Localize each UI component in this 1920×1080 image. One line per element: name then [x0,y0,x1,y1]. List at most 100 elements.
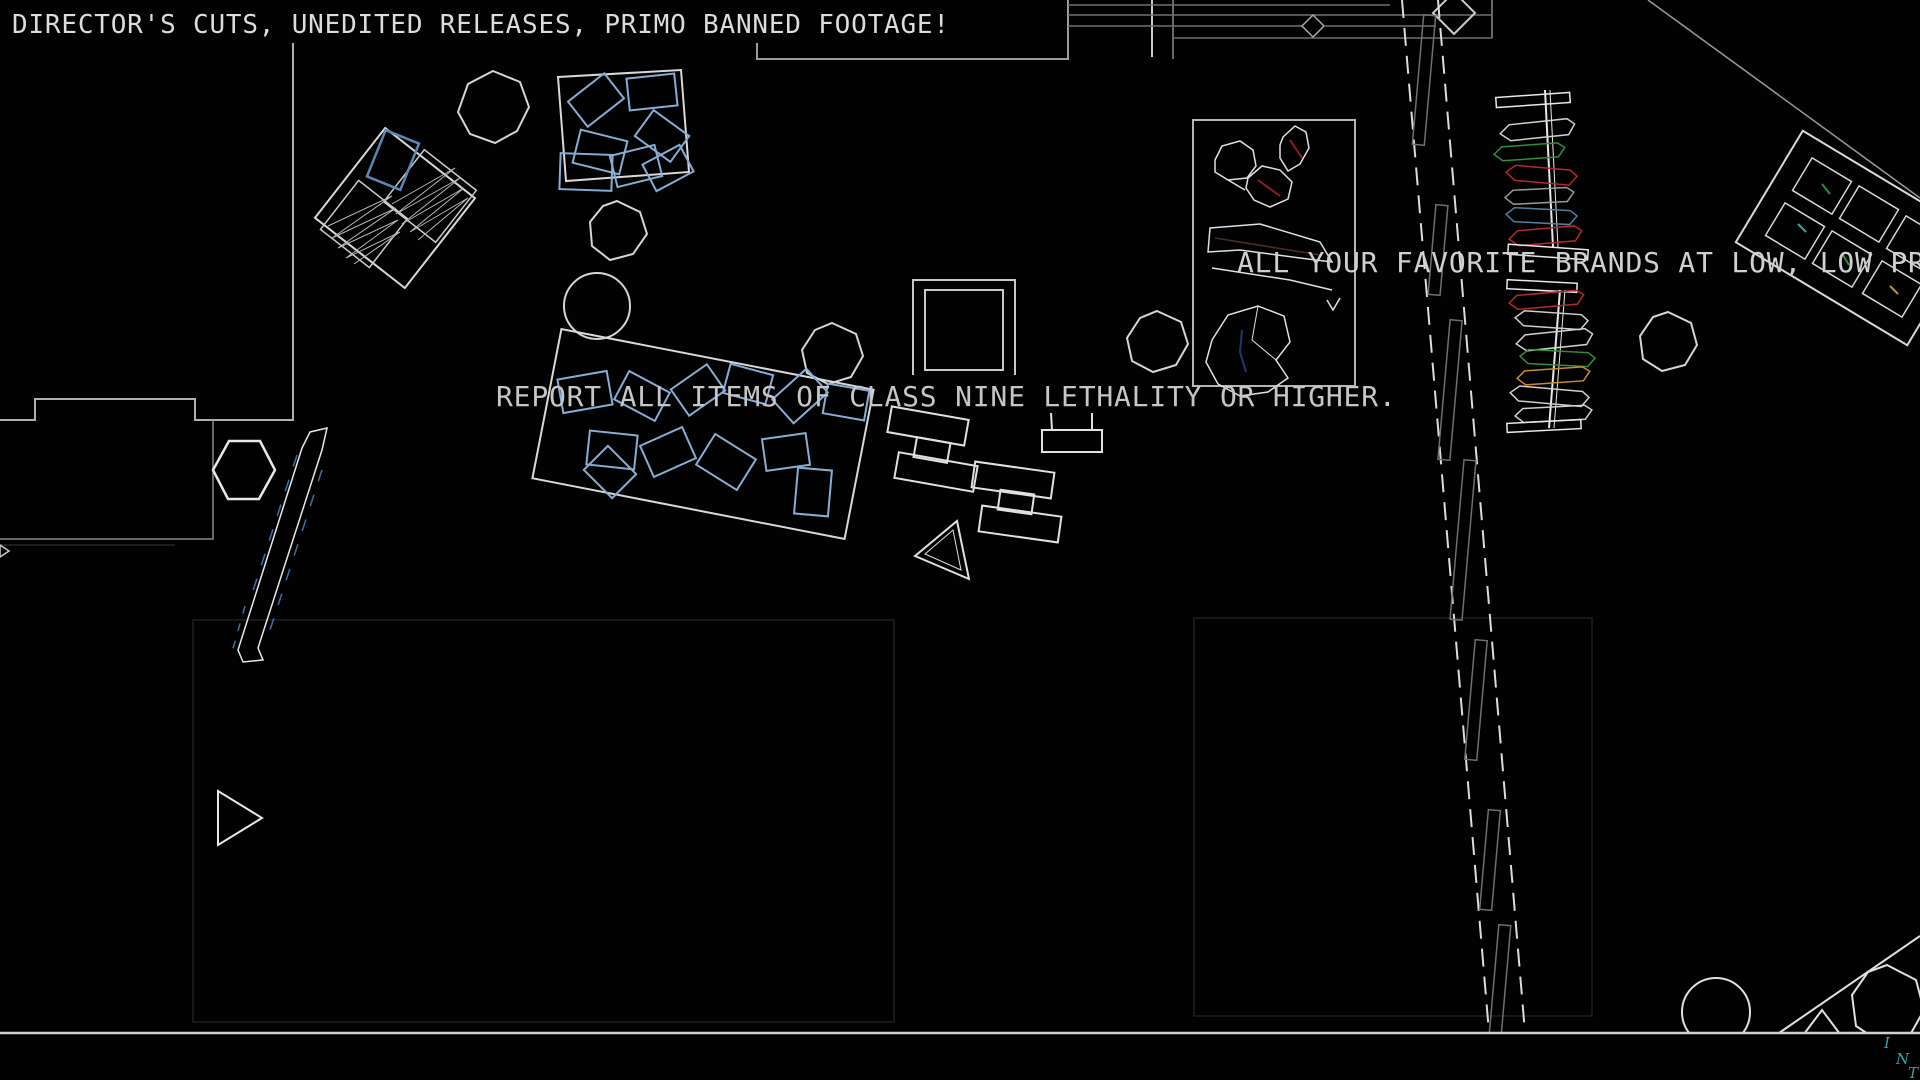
crate-blue [365,128,421,192]
tilted-shelf-cell [1861,259,1920,319]
crate-blue [608,143,664,189]
paddle-pole [237,426,328,663]
spool-bar [893,451,979,493]
shelf-item [1518,348,1597,368]
tilted-shelf-cell [1764,201,1826,261]
case-ribbon-line [1214,237,1321,256]
rack-bar [1506,278,1578,294]
rail-plank [1411,13,1437,147]
conveyor-diamond-big [1431,0,1477,36]
watermark-letter: N [1896,1050,1910,1068]
case-bigblob-fold [1251,305,1277,361]
crate-blue [821,382,871,422]
crate-blue [669,362,727,418]
crate-blue [760,431,812,473]
spool-core [996,488,1036,516]
case-blob-tail [1227,179,1246,191]
shelf-tick [1821,183,1831,195]
crate-blue [633,108,691,164]
shelf-item [1504,164,1579,186]
banner-favorite-brands: ALL YOUR FAVORITE BRANDS AT LOW, LOW PRI [1237,246,1920,279]
case-meat [1279,125,1310,173]
crate-blue [792,466,834,518]
tilted-shelf-outer [1734,129,1920,347]
floor-rect-right [1193,617,1593,1017]
hatched-table [313,126,477,290]
shelf-item [1504,206,1579,226]
shelf-item [1499,117,1576,142]
spool-bar [970,460,1056,500]
case-meat-streak [1289,139,1303,159]
case-ribbon [1207,223,1334,263]
conveyor-diamond-small [1300,13,1326,39]
bottom-diagonal-wall [1778,935,1920,1034]
case-bigblob [1205,305,1291,397]
display-case [1192,119,1356,387]
leg-table-top [1041,429,1103,453]
door-arrow [0,544,11,558]
crate-blue [770,367,830,425]
hatched-paper-stack [382,148,478,244]
octagon-rock [1125,309,1190,374]
watermark-letter: I [1884,1034,1890,1052]
tilted-shelf-cell [1838,184,1900,244]
octagon-rock [456,69,531,145]
tilted-shelf-cell [1885,214,1920,274]
tilted-shelf-cell [1811,229,1873,289]
shelf-tick [1797,223,1807,233]
crate-blue [566,71,626,129]
open-crate-inner [924,289,1004,371]
hatched-paper-stack [319,179,409,269]
banner-box [756,0,1069,60]
crate-blue [582,444,638,500]
crate-blue [558,152,614,192]
case-meat-streak [1257,179,1281,197]
case-blob [1214,140,1257,181]
crate-blue [641,143,695,193]
rail-edge [1437,0,1530,1080]
wedge-triangle-inner [924,529,962,571]
paddle-speed-dash [249,454,298,601]
wedge-triangle-outer [913,519,971,581]
rail-plank [1449,458,1477,622]
crate-blue [625,72,679,112]
spool-core [912,436,952,464]
wall-left-room [0,420,214,540]
shelf-tick [1889,285,1899,295]
bottom-mask-band [0,1034,1920,1080]
spool-bar [977,504,1063,544]
shelf-item [1507,289,1585,311]
octagon-rock [1638,310,1699,373]
paddle-speed-dash [231,605,246,653]
tilted-shelf-cell [1791,156,1853,216]
crate-blue [556,369,614,415]
shelf-item [1508,385,1591,408]
shelf-item [1515,366,1591,386]
rack-bar [1506,418,1582,434]
shelf-item [1492,142,1566,162]
crate-blue [571,128,629,176]
rail-plank [1427,203,1449,297]
banner-directors-cuts: DIRECTOR'S CUTS, UNEDITED RELEASES, PRIM… [12,10,950,40]
paper-scribble [327,195,401,265]
octagon-rock [588,199,649,262]
rail-plank [1463,638,1489,762]
crate-blue [585,429,639,471]
shelf-item [1503,186,1575,206]
wall-topright-diagonal [1647,0,1920,199]
crate-table-big [531,327,875,541]
crate-blue [638,425,698,479]
shelf-item [1513,309,1590,331]
banner-report-lethality: REPORT ALL ITEMS OF CLASS NINE LETHALITY… [496,380,1397,413]
bottom-small-peak [1803,1008,1841,1035]
case-meat [1245,165,1293,208]
crate-blue [694,432,758,492]
crate-blue [721,362,775,406]
shelf-item [1515,327,1594,352]
open-crate-outer [912,279,1016,375]
rail-plank [1478,808,1502,912]
play-triangle [217,789,264,847]
crate-blue [612,369,672,423]
